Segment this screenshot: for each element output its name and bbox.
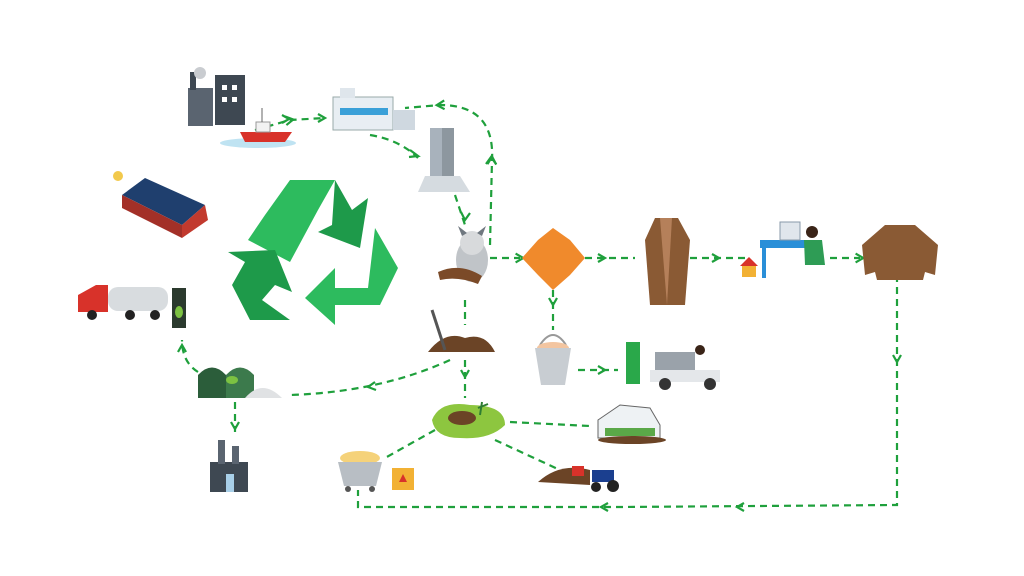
greenhouse-icon bbox=[597, 404, 666, 444]
silo-icon bbox=[418, 128, 470, 192]
flow-arrows bbox=[177, 99, 902, 512]
fertilized-field-icon bbox=[432, 401, 505, 439]
fishing-boat-icon bbox=[220, 108, 296, 148]
factory-icon bbox=[188, 67, 245, 126]
food-factory-icon bbox=[332, 88, 415, 131]
pelt-icon bbox=[522, 228, 585, 290]
mine-cart-icon bbox=[338, 451, 414, 492]
recycle-icon bbox=[228, 180, 398, 325]
power-plant-icon bbox=[210, 440, 248, 492]
mink-fox-icon bbox=[438, 226, 488, 284]
designer-desk-icon bbox=[740, 221, 825, 278]
fur-coat-icon bbox=[645, 218, 690, 305]
fur-jacket-icon bbox=[862, 225, 938, 280]
solar-barn-icon bbox=[113, 171, 208, 238]
tractor-icon bbox=[538, 466, 619, 492]
electric-vehicle-icon bbox=[626, 342, 720, 390]
manure-icon bbox=[428, 309, 495, 352]
fuel-truck-icon bbox=[78, 285, 186, 328]
biogas-plant-icon bbox=[198, 367, 282, 398]
bucket-icon bbox=[535, 334, 571, 385]
